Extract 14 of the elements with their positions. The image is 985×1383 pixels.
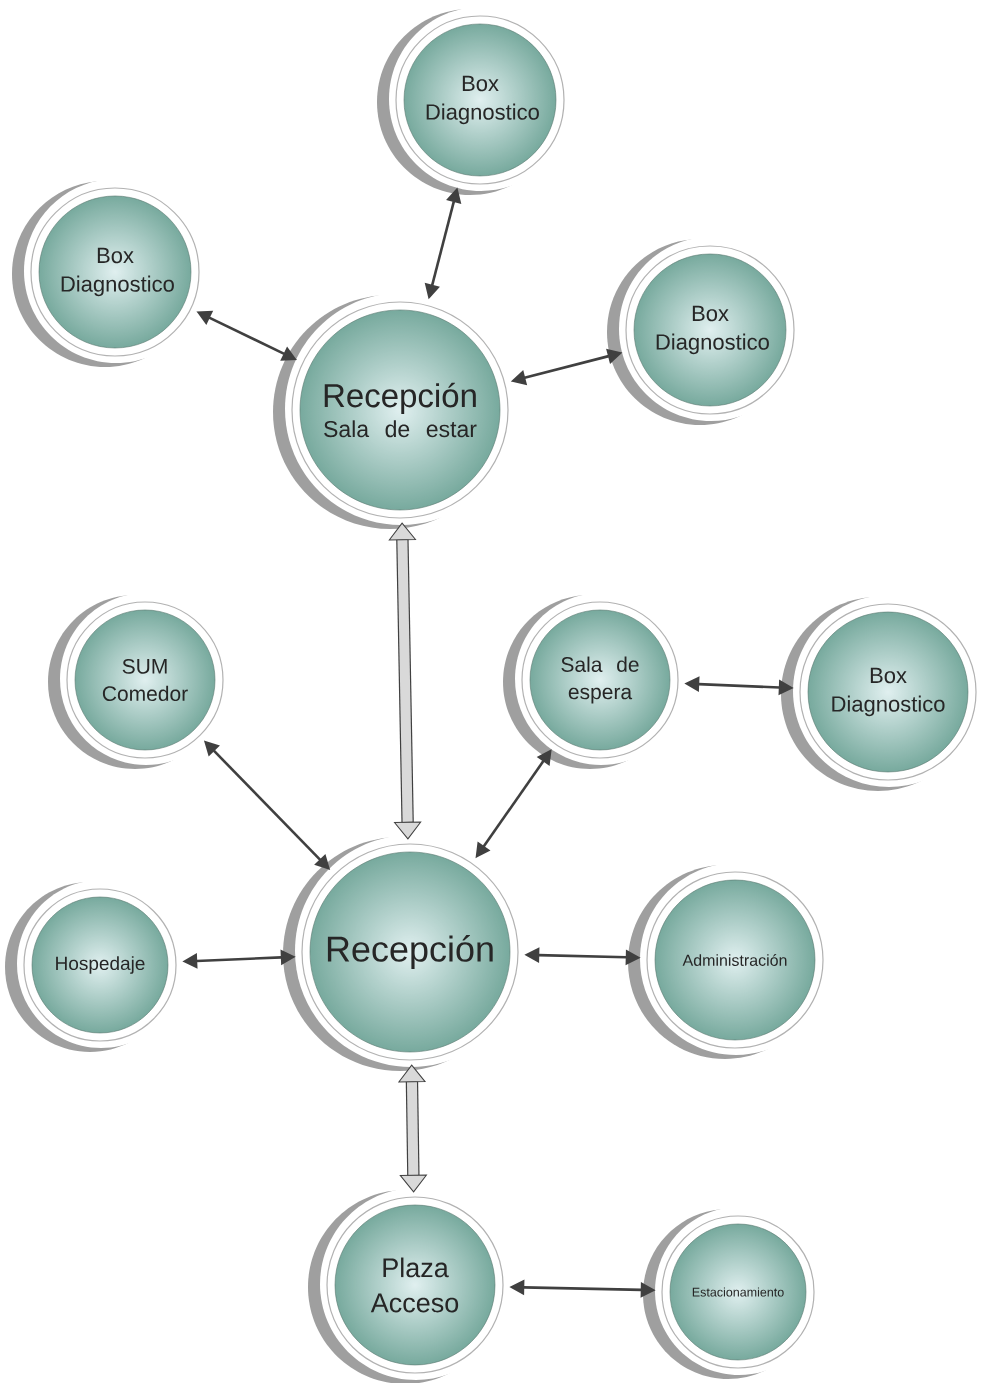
circle-node: Box Diagnostico xyxy=(12,179,208,367)
circle-node: Sala de espera xyxy=(503,593,687,769)
circle-node: Hospedaje xyxy=(5,880,185,1052)
circle-node: Estacionamiento xyxy=(643,1207,823,1379)
circle-node: SUM Comedor xyxy=(48,593,232,769)
circle-node: Box Diagnostico xyxy=(781,595,985,791)
circle-node: Administración xyxy=(628,863,832,1059)
double-arrow xyxy=(388,522,422,840)
circle-node: Recepción Sala de estar xyxy=(273,293,517,529)
circle-node: Box Diagnostico xyxy=(377,7,573,195)
circle-node: Plaza Acceso xyxy=(308,1188,512,1383)
circle-node: Box Diagnostico xyxy=(607,237,803,425)
double-arrow xyxy=(398,1064,427,1193)
circle-node: Recepción xyxy=(283,835,527,1071)
